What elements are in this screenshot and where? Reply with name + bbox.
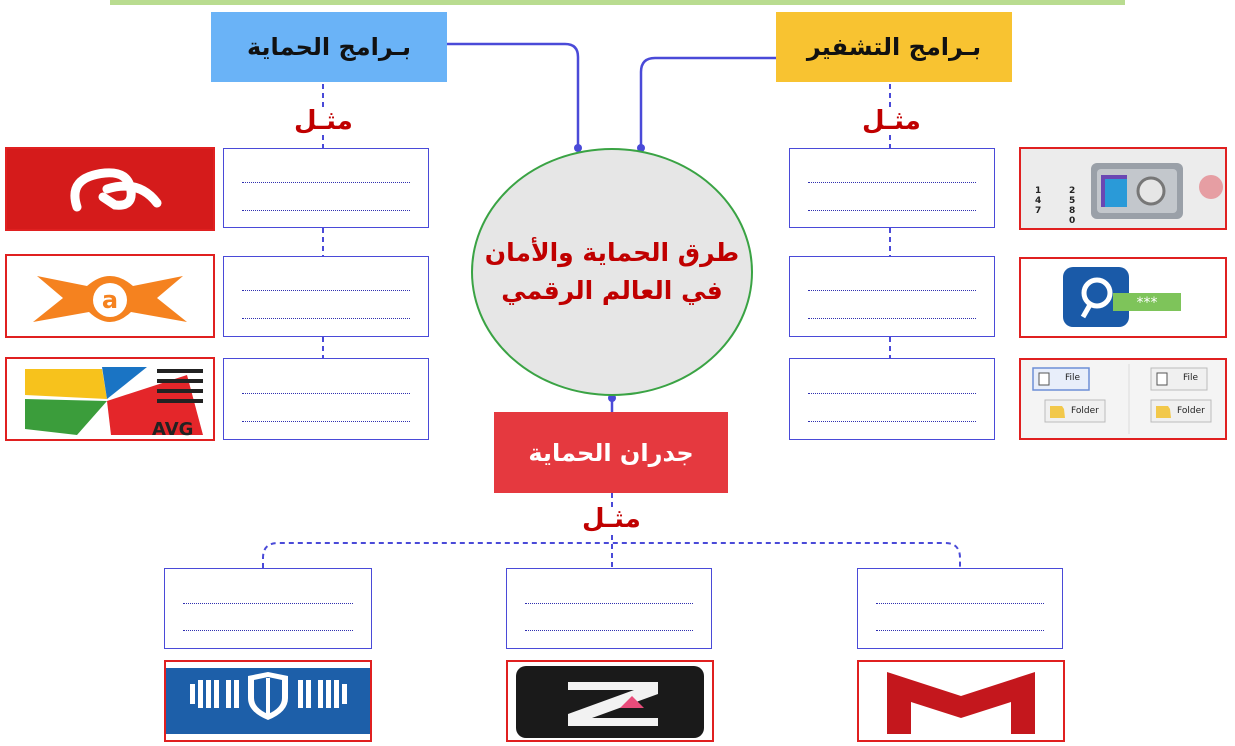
answer-box[interactable] xyxy=(164,568,372,649)
svg-text:***: *** xyxy=(1137,295,1158,311)
password-key-logo: *** xyxy=(1019,257,1227,338)
applock-vault-logo: 1 2 4 5 7 8 0 xyxy=(1019,147,1227,230)
answer-box[interactable] xyxy=(789,148,995,228)
answer-box[interactable] xyxy=(223,148,429,228)
zonealarm-logo xyxy=(506,660,714,742)
svg-text:1: 1 xyxy=(1035,186,1041,196)
svg-text:0: 0 xyxy=(1069,216,1075,226)
top-accent-bar xyxy=(110,0,1125,5)
svg-text:5: 5 xyxy=(1069,196,1075,206)
answer-box[interactable] xyxy=(506,568,712,649)
avira-logo xyxy=(5,147,215,231)
shield-firewall-logo xyxy=(164,660,372,742)
answer-box[interactable] xyxy=(789,358,995,440)
svg-text:7: 7 xyxy=(1035,206,1041,216)
central-topic-circle: طرق الحماية والأمان في العالم الرقمي xyxy=(471,148,753,396)
answer-box[interactable] xyxy=(857,568,1063,649)
example-label-encryption: مثـل xyxy=(862,106,921,136)
avg-logo: AVG xyxy=(5,357,215,441)
protection-programs-header: بـرامج الحماية xyxy=(211,12,447,82)
example-label-protection: مثـل xyxy=(294,106,353,136)
file-folder-lock-logo: File File Folder Folder xyxy=(1019,358,1227,440)
firewalls-header: جدران الحماية xyxy=(494,412,728,493)
file-button-label: File xyxy=(1065,373,1081,383)
file-button-label: File xyxy=(1183,373,1199,383)
mcafee-logo xyxy=(857,660,1065,742)
central-topic-line2: في العالم الرقمي xyxy=(501,276,723,305)
answer-box[interactable] xyxy=(789,256,995,337)
svg-text:4: 4 xyxy=(1035,196,1041,206)
avast-logo: a xyxy=(5,254,215,338)
example-label-firewalls: مثـل xyxy=(582,504,641,534)
encryption-programs-header: بـرامج التشفير xyxy=(776,12,1012,82)
svg-text:2: 2 xyxy=(1069,186,1075,196)
central-topic-line1: طرق الحماية والأمان xyxy=(484,238,740,267)
folder-button-label: Folder xyxy=(1071,406,1099,416)
folder-button-label: Folder xyxy=(1177,406,1205,416)
svg-text:8: 8 xyxy=(1069,206,1075,216)
answer-box[interactable] xyxy=(223,358,429,440)
svg-text:a: a xyxy=(102,286,118,314)
answer-box[interactable] xyxy=(223,256,429,337)
svg-text:AVG: AVG xyxy=(152,419,193,439)
